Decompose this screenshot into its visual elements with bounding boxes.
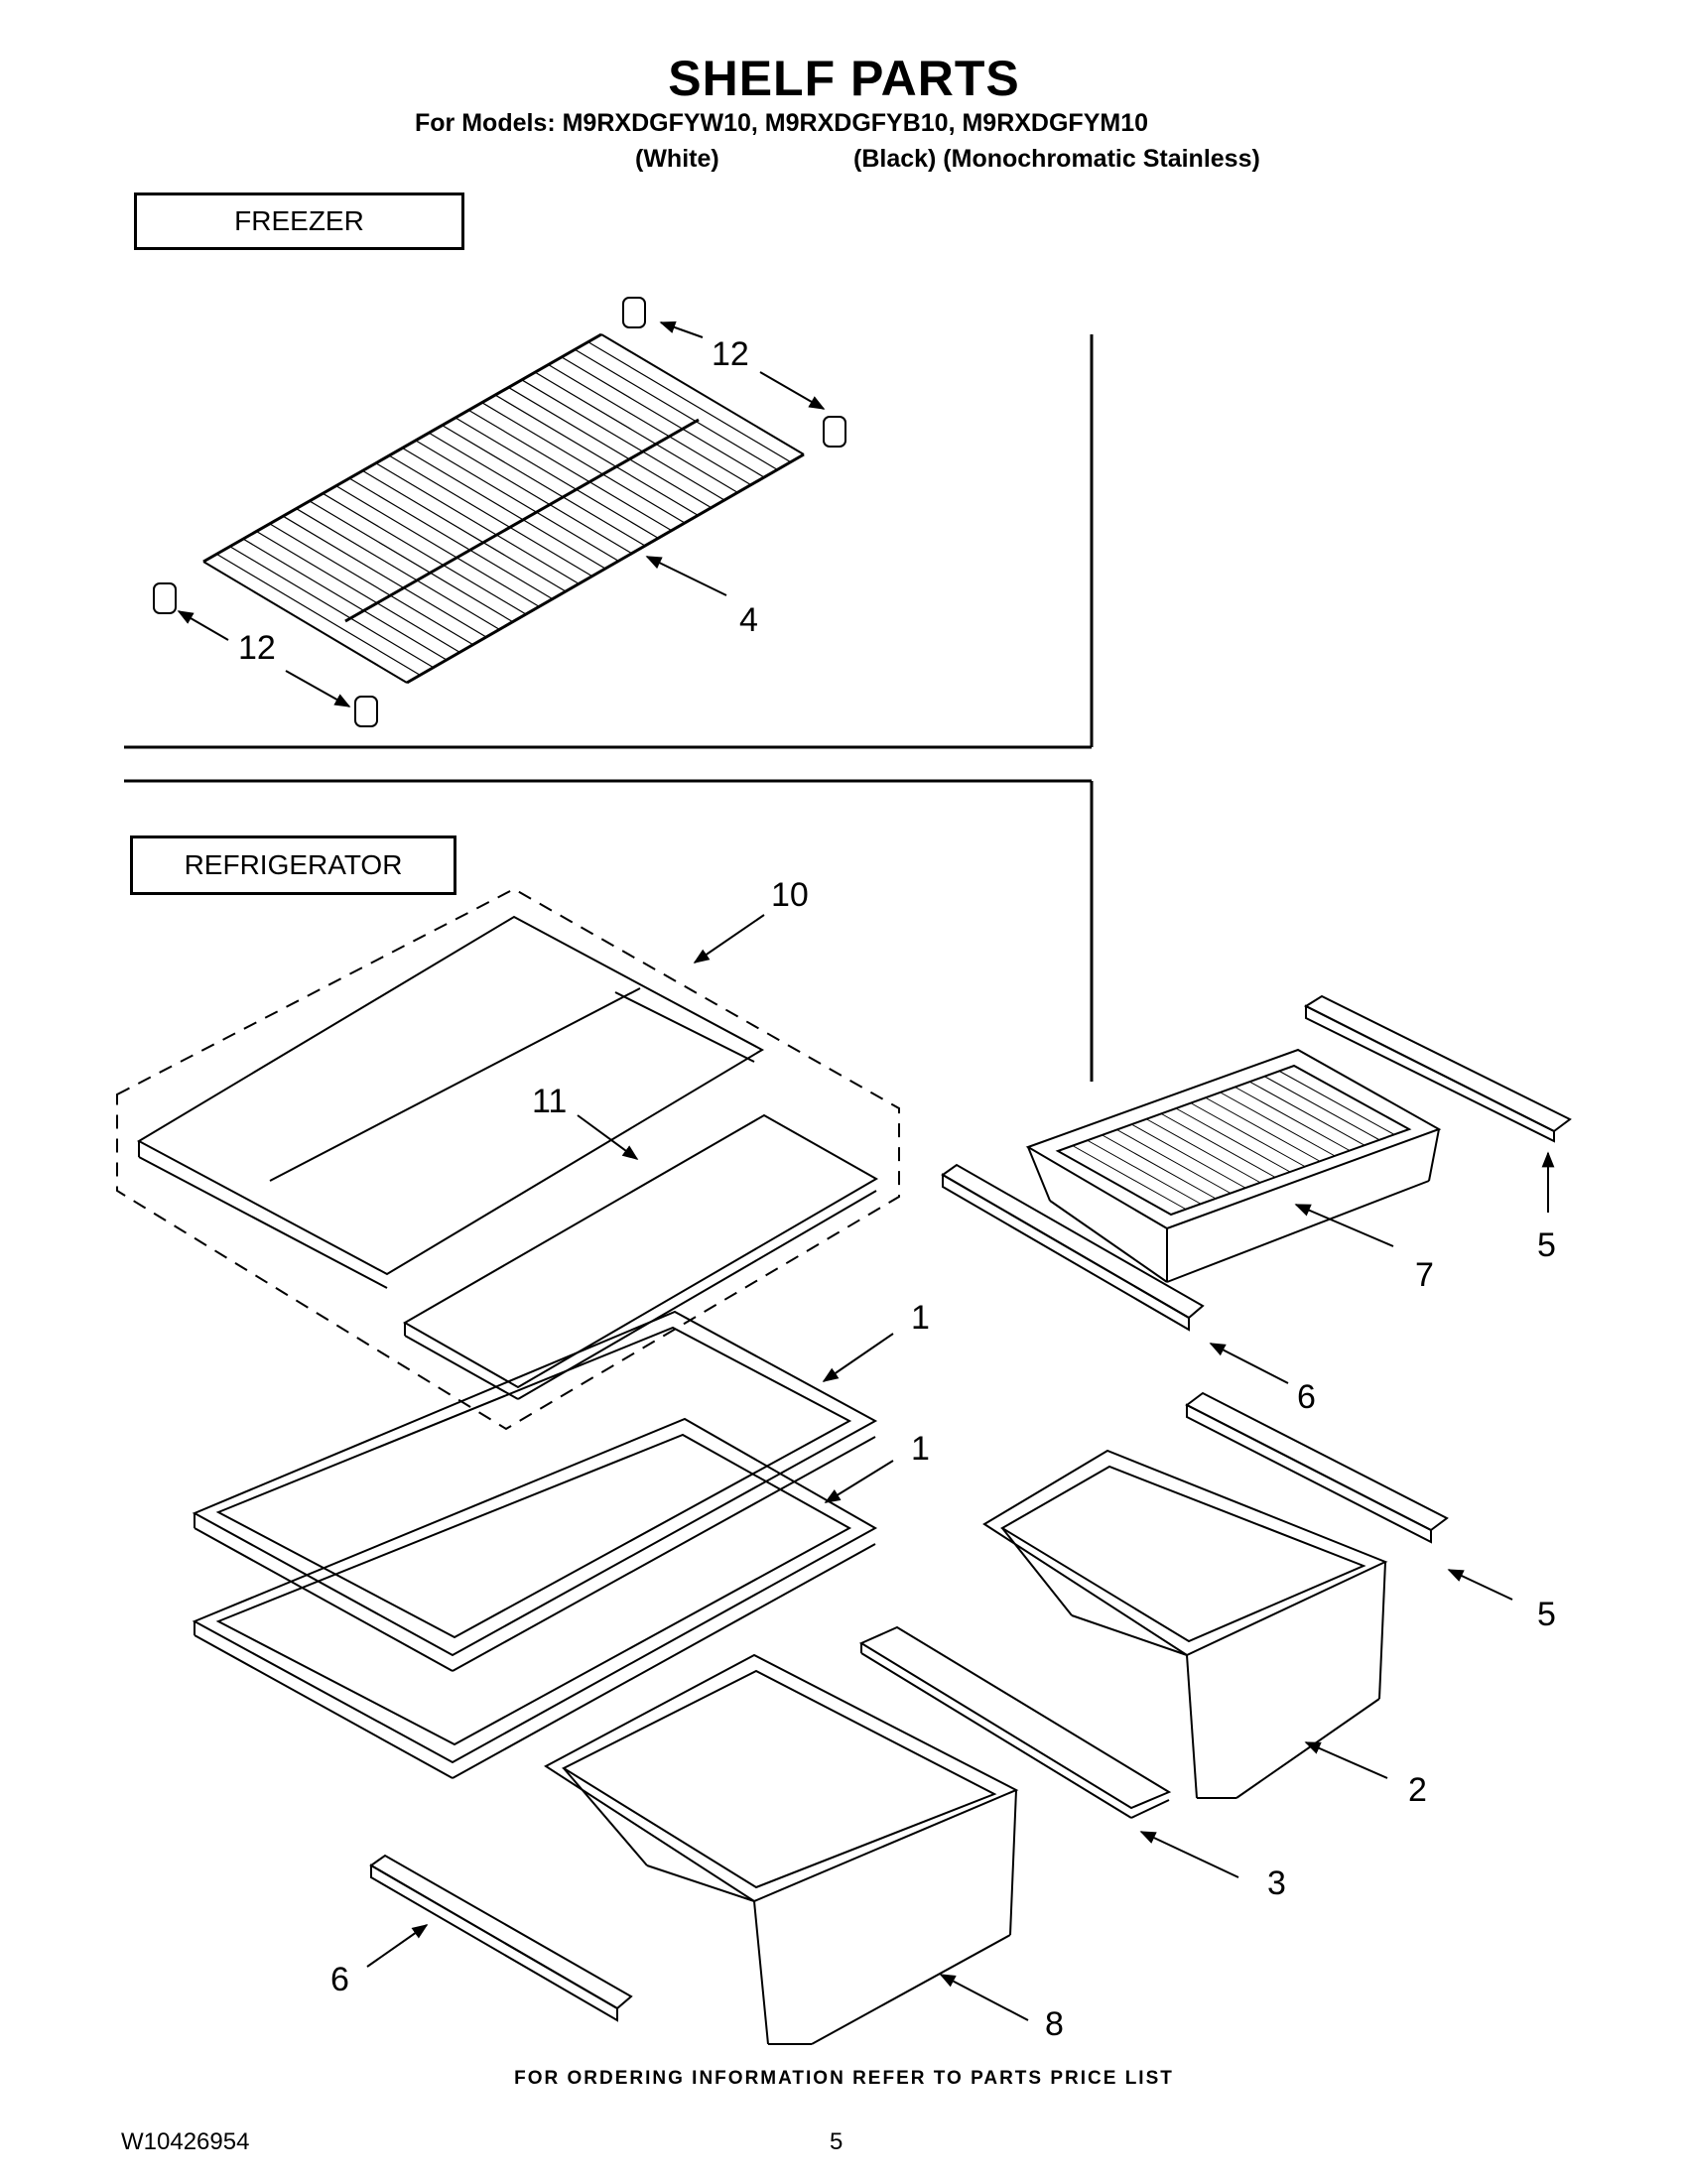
glass-insert-part-11: [402, 1113, 879, 1400]
shelf-wire-rod: [256, 530, 460, 653]
glass-shelf-upper-part-1: [192, 1310, 878, 1672]
shelf-wire-rod: [548, 364, 751, 486]
shelf-wire-rod: [574, 348, 778, 470]
crisper-drawer-part-8: [544, 1653, 1019, 2045]
shelf-wire-rod: [508, 386, 712, 509]
callout-6-right: 6: [1297, 1378, 1316, 1416]
shelf-wire-rod: [348, 477, 553, 600]
refrigerator-section-label: REFRIGERATOR: [130, 835, 456, 895]
shelf-wire-rod: [494, 394, 699, 516]
page-number: 5: [830, 2128, 844, 2155]
callout-5-lower: 5: [1537, 1596, 1556, 1633]
shelf-wire-rod: [587, 341, 791, 463]
document-number: W10426954: [121, 2128, 250, 2155]
models-line: For Models: M9RXDGFYW10, M9RXDGFYB10, M9…: [415, 109, 1149, 137]
callout-12-top: 12: [712, 335, 749, 373]
shelf-wire-rod: [415, 440, 619, 562]
callout-5-upper: 5: [1537, 1226, 1556, 1264]
shelf-wire-rod: [388, 454, 592, 578]
tray-rib: [1205, 1096, 1321, 1162]
glass-shelf-part-10: [136, 915, 765, 1289]
callout-6-left: 6: [330, 1961, 349, 1998]
shelf-wire-rod: [375, 462, 580, 584]
leader-arrows: [177, 321, 1555, 2021]
shelf-wire-rod: [335, 485, 540, 607]
tray-rib: [1190, 1102, 1306, 1168]
tray-rib: [1102, 1134, 1217, 1200]
end-cap-part-12: [153, 297, 846, 727]
glass-shelf-lower-part-1: [192, 1417, 878, 1779]
shelf-wire-rod: [216, 553, 421, 676]
shelf-wire-rod: [481, 402, 686, 524]
shelf-assembly-boundary-part-10: [116, 887, 900, 1431]
tray-rib: [1175, 1107, 1291, 1173]
tray-rib: [1160, 1112, 1276, 1178]
callout-8: 8: [1045, 2005, 1064, 2043]
callout-7: 7: [1415, 1256, 1434, 1294]
shelf-wire-rod: [282, 515, 487, 638]
slide-rail-upper-part-5: [1303, 994, 1572, 1143]
drawer-cover-part-3: [858, 1625, 1172, 1819]
shelf-wire-rod: [428, 432, 632, 555]
tray-rib: [1072, 1145, 1187, 1211]
tray-rib: [1220, 1092, 1336, 1157]
tray-rib: [1234, 1087, 1351, 1151]
shelf-wire-rod: [442, 425, 646, 547]
tray-rib: [1116, 1129, 1232, 1194]
tray-rib: [1264, 1076, 1380, 1141]
callout-10: 10: [771, 876, 809, 914]
tray-rib: [1087, 1139, 1202, 1205]
callout-1-lower: 1: [911, 1430, 930, 1468]
wire-shelf-part-4: [202, 332, 805, 685]
shelf-wire-rod: [269, 523, 473, 646]
shelf-wire-rod: [309, 500, 513, 623]
variant-black-mono: (Black) (Monochromatic Stainless): [853, 145, 1260, 173]
callout-3: 3: [1267, 1864, 1286, 1902]
tray-rib: [1131, 1123, 1246, 1189]
callout-1-upper: 1: [911, 1299, 930, 1337]
callout-2: 2: [1408, 1771, 1427, 1809]
slide-rail-lower-part-5: [1185, 1391, 1449, 1544]
callout-11: 11: [532, 1083, 568, 1120]
shelf-wire-rod: [242, 538, 448, 661]
tray-rib: [1146, 1118, 1261, 1184]
shelf-wire-rod: [296, 508, 500, 630]
shelf-wire-rod: [322, 492, 527, 615]
shelf-wire-rod: [521, 379, 725, 501]
shelf-wire-rod: [362, 469, 567, 592]
shelf-wire-rod: [561, 356, 765, 478]
drawer-bracket-right-part-6: [941, 1163, 1205, 1332]
callout-4: 4: [739, 601, 758, 639]
freezer-section-label: FREEZER: [134, 193, 464, 250]
shelf-wire-rod: [402, 447, 606, 570]
drawer-bracket-left-part-6: [369, 1854, 633, 2022]
shelf-wire-rod: [229, 546, 434, 669]
callout-12-bottom: 12: [238, 629, 276, 667]
section-divider-lines: [124, 334, 1094, 1082]
drawer-tray-part-7: [1025, 1048, 1442, 1283]
tray-rib: [1278, 1070, 1395, 1135]
shelf-wire-rod: [468, 409, 672, 532]
shelf-wire-rod: [534, 371, 738, 493]
variant-white: (White): [635, 145, 719, 173]
ordering-note: FOR ORDERING INFORMATION REFER TO PARTS …: [514, 2068, 1174, 2089]
crisper-drawer-part-2: [982, 1449, 1388, 1799]
tray-rib: [1249, 1081, 1365, 1146]
shelf-wire-rod: [454, 417, 659, 539]
page-title: SHELF PARTS: [668, 51, 1020, 106]
